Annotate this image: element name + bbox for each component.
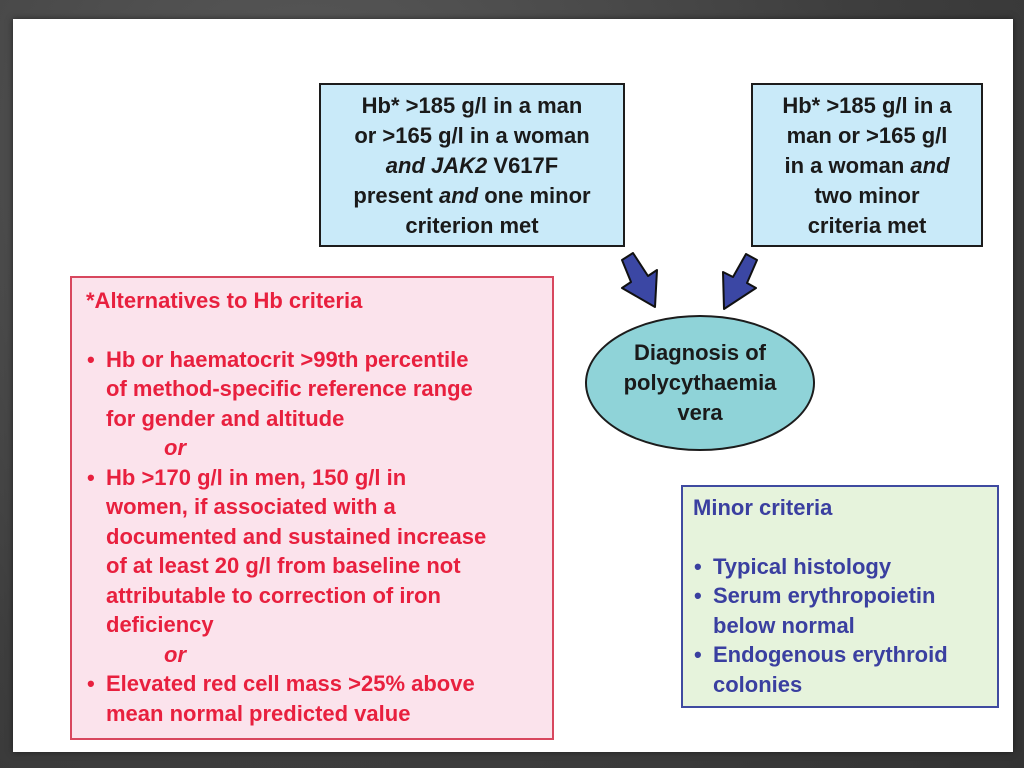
criteria-line: Hb* >185 g/l in a: [782, 93, 952, 118]
minor-criteria-title: Minor criteria: [693, 495, 833, 520]
criteria-line: or >165 g/l in a woman: [354, 123, 590, 148]
or-separator: or: [164, 641, 186, 667]
criteria-line: criteria met: [807, 213, 927, 238]
major-criteria-two-minor-box: Hb* >185 g/l in a man or >165 g/l in a w…: [751, 83, 983, 247]
criteria-line: present and one minor: [353, 183, 591, 208]
criteria-line: in a woman and: [784, 153, 950, 178]
flow-arrows: [621, 252, 758, 310]
diagnosis-ellipse: Diagnosis of polycythaemia vera: [585, 315, 815, 451]
criteria-line: two minor: [814, 183, 920, 208]
arrow-right: [722, 253, 758, 310]
slide: Hb* >185 g/l in a man or >165 g/l in a w…: [13, 19, 1013, 752]
or-separator: or: [164, 435, 186, 460]
diagnosis-line: polycythaemia: [623, 370, 777, 395]
diagnosis-line: vera: [677, 400, 723, 425]
alternative-item: Hb or haematocrit >99th percentile of me…: [86, 345, 542, 434]
criteria-line: man or >165 g/l: [786, 123, 948, 148]
criteria-line: and JAK2 V617F: [385, 153, 559, 178]
arrow-left: [621, 252, 658, 308]
minor-criteria-item: Serum erythropoietin below normal: [693, 581, 987, 640]
minor-criteria-item: Typical histology: [693, 552, 987, 582]
criteria-line: criterion met: [405, 213, 539, 238]
alternatives-title: *Alternatives to Hb criteria: [86, 288, 363, 313]
alternative-item: Elevated red cell mass >25% above mean n…: [86, 669, 542, 728]
criteria-line: Hb* >185 g/l in a man: [361, 93, 583, 118]
alternative-item: Hb >170 g/l in men, 150 g/l in women, if…: [86, 463, 542, 640]
minor-criteria-item: Endogenous erythroid colonies: [693, 640, 987, 699]
diagnosis-line: Diagnosis of: [633, 340, 766, 365]
minor-criteria-list: Typical histology Serum erythropoietin b…: [693, 552, 987, 700]
major-criteria-jak2-box: Hb* >185 g/l in a man or >165 g/l in a w…: [319, 83, 625, 247]
minor-criteria-box: Minor criteria Typical histology Serum e…: [681, 485, 999, 708]
alternatives-list: Hb or haematocrit >99th percentile of me…: [86, 345, 542, 434]
alternatives-list: Elevated red cell mass >25% above mean n…: [86, 669, 542, 728]
alternatives-list: Hb >170 g/l in men, 150 g/l in women, if…: [86, 463, 542, 640]
alternatives-box: *Alternatives to Hb criteria Hb or haema…: [70, 276, 554, 740]
